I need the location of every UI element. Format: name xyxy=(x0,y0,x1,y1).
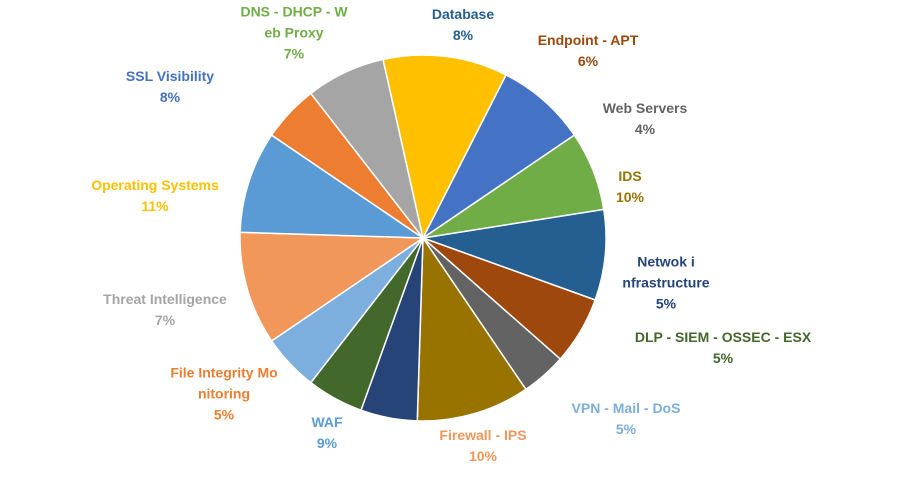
slice-label-file-integrity-monitoring: File Integrity Mo nitoring 5% xyxy=(170,363,277,426)
slice-percent-text: 8% xyxy=(159,89,181,105)
pie-slice-firewall-ips xyxy=(239,231,426,342)
slice-category-text: Operating Systems xyxy=(91,177,219,193)
slice-percent-text: 8% xyxy=(452,27,474,43)
slice-category-text: IDS xyxy=(618,168,642,184)
slice-category-text: Firewall - IPS xyxy=(439,427,527,443)
pie-slice-ids xyxy=(416,235,527,422)
slice-percent-text: 7% xyxy=(283,45,305,62)
slice-label-firewall-ips: Firewall - IPS 10% xyxy=(439,425,526,467)
pie-slice-ssl-visibility xyxy=(422,73,576,239)
slice-label-threat-intelligence: Threat Intelligence 7% xyxy=(103,289,227,331)
slice-label-waf: WAF 9% xyxy=(311,412,342,454)
pie-slice-dns-dhcp-web-proxy xyxy=(422,134,605,239)
slice-percent-text: 5% xyxy=(712,350,734,366)
slice-percent-text: 5% xyxy=(615,421,637,437)
pie-slice-database xyxy=(422,208,607,301)
slice-category-text: SSL Visibility xyxy=(125,68,215,84)
slice-percent-text: 11% xyxy=(141,198,169,214)
pie-slice-waf xyxy=(239,134,426,239)
slice-category-text: VPN - Mail - DoS xyxy=(571,400,681,416)
slice-category-text: DLP - SIEM - OSSEC - ESX xyxy=(634,329,812,345)
slice-percent-text: 5% xyxy=(213,406,235,423)
slice-category-text: Database xyxy=(431,6,495,22)
slice-percent-text: 5% xyxy=(655,295,677,312)
slice-label-ssl-visibility: SSL Visibility 8% xyxy=(126,66,214,108)
slice-category-text: Threat Intelligence xyxy=(103,291,227,307)
slice-category-text: Web Servers xyxy=(602,100,688,116)
slice-category-text: WAF xyxy=(311,414,343,430)
slice-category-text: nfrastructure xyxy=(622,274,710,291)
slice-label-ids: IDS 10% xyxy=(616,166,644,208)
slice-percent-text: 10% xyxy=(468,448,498,464)
slice-label-dns-dhcp-web-proxy: DNS - DHCP - W eb Proxy 7% xyxy=(240,2,347,65)
slice-percent-text: 6% xyxy=(577,53,599,69)
slice-label-dlp-siem-ossec-esx: DLP - SIEM - OSSEC - ESX 5% xyxy=(635,327,811,369)
slice-category-text: Netwok i xyxy=(637,253,695,270)
slice-label-database: Database 8% xyxy=(432,4,494,46)
slice-category-text: nitoring xyxy=(197,385,251,402)
slice-percent-text: 7% xyxy=(154,312,176,328)
slice-percent-text: 9% xyxy=(316,435,338,451)
slice-label-web-servers: Web Servers 4% xyxy=(603,98,688,140)
slice-label-endpoint-apt: Endpoint - APT 6% xyxy=(538,30,639,72)
slice-label-operating-systems: Operating Systems 11% xyxy=(91,175,219,217)
slice-category-text: eb Proxy xyxy=(264,24,324,41)
slice-category-text: DNS - DHCP - W xyxy=(240,3,348,20)
pie-slice-operating-systems xyxy=(382,54,508,241)
slice-percent-text: 10% xyxy=(615,189,645,205)
slice-percent-text: 4% xyxy=(634,121,656,137)
slice-label-vpn-mail-dos: VPN - Mail - DoS 5% xyxy=(572,398,681,440)
slice-label-netwok-infrastructure: Netwok i nfrastructure 5% xyxy=(622,252,709,315)
slice-category-text: File Integrity Mo xyxy=(170,364,278,381)
slice-category-text: Endpoint - APT xyxy=(537,32,639,48)
